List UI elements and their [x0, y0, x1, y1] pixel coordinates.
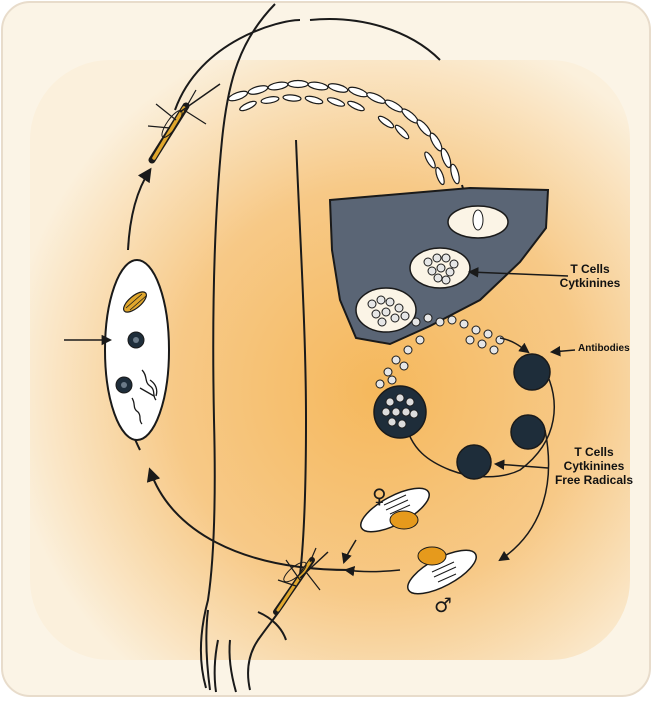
label-line: Free Radicals: [536, 474, 652, 488]
label-line: T Cells: [535, 263, 645, 277]
mosquito-stage-oval: [105, 260, 169, 440]
blood-response-label: T Cells Cytkinines Free Radicals: [536, 446, 652, 487]
label-line: T Cells: [536, 446, 652, 460]
infected-red-cell: [457, 445, 491, 479]
female-symbol: ♀: [372, 484, 387, 508]
infected-red-cell: [511, 415, 545, 449]
label-line: Cytkinines: [535, 277, 645, 291]
antibodies-label: Antibodies: [578, 343, 652, 355]
infected-red-cell: [514, 354, 550, 390]
male-symbol: ♂: [434, 593, 452, 617]
liver-response-label: T Cells Cytkinines: [535, 263, 645, 291]
label-line: Cytkinines: [536, 460, 652, 474]
